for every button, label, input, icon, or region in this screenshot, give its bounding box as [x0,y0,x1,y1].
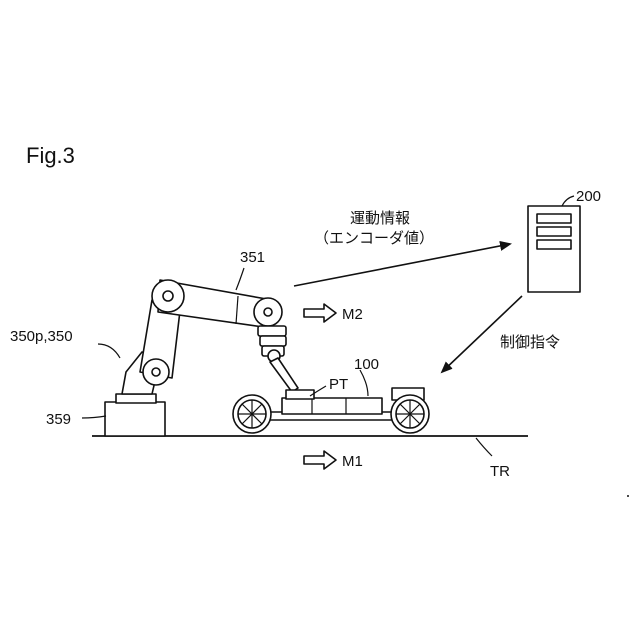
robot-arm [122,280,298,394]
label-robot: 350p,350 [10,328,73,345]
stray-dot [627,495,629,497]
label-controller: 200 [576,188,601,205]
label-arm: 351 [240,249,265,266]
message-control: 制御指令 [500,333,560,351]
label-m1: M1 [342,453,363,470]
label-track: TR [490,463,510,480]
label-m2: M2 [342,306,363,323]
leader-base [82,416,106,418]
message-motion-line1: 運動情報 [350,209,410,227]
figure-title: Fig.3 [26,143,75,168]
leader-vehicle [360,370,368,396]
leader-arm [236,268,244,290]
vehicle [233,388,429,433]
label-vehicle: 100 [354,356,379,373]
leader-controller [562,196,574,206]
leader-robot [98,344,120,358]
left-wheel [233,395,271,433]
message-motion-line2: （エンコーダ値） [314,229,434,247]
m1-arrow [304,451,336,469]
m2-arrow [304,304,336,322]
motion-info-arrow [294,244,510,286]
label-part: PT [329,376,348,393]
leader-track [476,438,492,456]
controller-box [528,206,580,292]
label-base: 359 [46,411,71,428]
right-wheel [391,395,429,433]
robot-base [105,394,165,436]
